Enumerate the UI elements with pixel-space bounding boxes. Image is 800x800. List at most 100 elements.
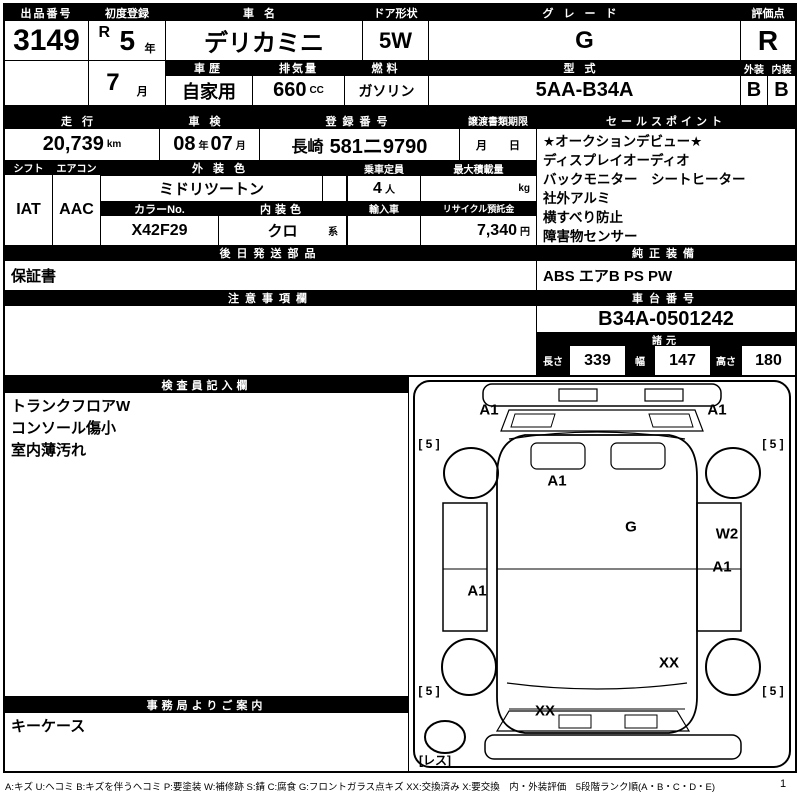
reg-month-unit: 月: [136, 86, 148, 98]
interior-color-header: 内装色: [218, 201, 347, 216]
recycle-deposit-value: 7,340 円: [420, 215, 537, 246]
fuel-value: ガソリン: [344, 75, 429, 106]
first-registration-header: 初度登録: [88, 4, 166, 21]
first-registration-month: 7 月: [88, 60, 166, 106]
exterior-color-value: ミドリツートン: [100, 175, 323, 202]
door-shape-value: 5W: [362, 20, 429, 61]
diagram-label-spare-less: [レス]: [419, 753, 451, 768]
damage-code-legend: A:キズ U:ヘコミ B:キズを伴うヘコミ P:要塗装 W:補修跡 S:錆 C:…: [5, 782, 716, 793]
displacement-number: 660: [273, 79, 307, 101]
diagram-label-rank-rear-right: [ 5 ]: [762, 684, 784, 698]
diagram-label-xx-rear: XX: [534, 702, 556, 720]
color-number-value: X42F29: [100, 215, 219, 246]
mileage-value: 20,739 km: [4, 128, 160, 161]
genuine-equipment-value: ABS エアB PS PW: [536, 260, 796, 291]
first-registration-year: R 5 年: [88, 20, 166, 61]
max-load-header: 最大積載量: [420, 160, 537, 176]
history-value: 自家用: [165, 75, 253, 106]
model-code-header: 型式: [428, 60, 741, 76]
diagram-label-g-roof: G: [625, 518, 637, 536]
history-header: 車歴: [165, 60, 253, 76]
import-header: 輸入車: [347, 201, 421, 216]
genuine-equipment-header: 純正装備: [536, 245, 796, 261]
inspector-notes-header: 検査員記入欄: [4, 376, 409, 393]
sales-point-item: バックモニター シートヒーター: [543, 172, 746, 187]
shift-header: シフト: [4, 160, 53, 175]
capacity-header: 乗車定員: [347, 160, 421, 176]
interior-score-value: B: [767, 75, 796, 106]
diagram-label-w2-right-door: W2: [715, 525, 739, 543]
interior-color-name: クロ: [267, 223, 298, 240]
capacity-number: 4: [373, 179, 382, 197]
sales-points-list: ★オークションデビュー★ ディスプレイオーディオ バックモニター シートヒーター…: [536, 128, 796, 246]
width-value: 147: [654, 345, 711, 376]
length-label: 長さ: [536, 345, 570, 376]
max-load-value: kg: [420, 175, 537, 202]
transfer-deadline-value: 月 日: [459, 128, 537, 161]
mileage-number: 20,739: [42, 133, 104, 155]
fuel-header: 燃料: [344, 60, 429, 76]
later-parts-header: 後日発送部品: [4, 245, 537, 261]
inspection-year: 08: [173, 133, 196, 155]
capacity-value: 4 人: [347, 175, 421, 202]
diagram-label-xx-rear-quarter: XX: [658, 654, 680, 672]
exterior-score-header: 外装: [740, 60, 768, 76]
mileage-header: 走行: [4, 112, 160, 129]
displacement-value: 660 CC: [252, 75, 345, 106]
reg-year: 5: [119, 24, 136, 56]
page-number: 1: [780, 778, 787, 790]
caution-header: 注意事項欄: [4, 290, 537, 306]
exterior-score-value: B: [740, 75, 768, 106]
chassis-number-value: B34A-0501242: [536, 305, 796, 333]
diagram-label-rank-front-right: [ 5 ]: [762, 437, 784, 451]
mileage-unit: km: [106, 139, 122, 150]
sales-points-header: セールスポイント: [536, 112, 796, 129]
dimensions-header: 諸元: [536, 332, 796, 346]
lot-number-value: 3149: [4, 20, 89, 61]
transfer-deadline-header: 譲渡書類期限: [459, 112, 537, 129]
grade-header: グレード: [428, 4, 741, 21]
width-label: 幅: [625, 345, 655, 376]
exterior-color-header: 外装色: [100, 160, 347, 176]
score-header: 評価点: [740, 4, 796, 21]
diagram-label-a1-front-right: A1: [707, 401, 727, 419]
reg-year-unit: 年: [144, 43, 156, 55]
sales-point-item: 障害物センサー: [543, 229, 638, 244]
office-note-line: キーケース: [11, 718, 86, 735]
inspector-note-line: コンソール傷小: [11, 420, 117, 437]
inspection-month-unit: 月: [235, 141, 246, 152]
registration-number-header: 登録番号: [259, 112, 460, 129]
later-parts-value: 保証書: [4, 260, 537, 291]
shift-value: IAT: [4, 174, 53, 246]
aircon-header: エアコン: [52, 160, 101, 175]
interior-color-value: クロ 系: [218, 215, 347, 246]
grade-value: G: [428, 20, 741, 61]
inspector-note-line: トランクフロアW: [11, 398, 131, 415]
sales-point-item: ディスプレイオーディオ: [543, 153, 690, 168]
lot-number-header: 出品番号: [4, 4, 89, 21]
inspection-value: 08 年 07 月: [159, 128, 260, 161]
height-value: 180: [741, 345, 796, 376]
color-number-header: カラーNo.: [100, 201, 219, 216]
era-code: R: [98, 24, 111, 41]
registration-prefecture: 長崎: [291, 138, 324, 156]
car-name-header: 車名: [165, 4, 363, 21]
model-code-value: 5AA-B34A: [428, 75, 741, 106]
door-shape-header: ドア形状: [362, 4, 429, 21]
aircon-value: AAC: [52, 174, 101, 246]
inspection-header: 車検: [159, 112, 260, 129]
car-outline-svg: [413, 380, 791, 768]
height-label: 高さ: [710, 345, 742, 376]
diagram-label-a1-right-door: A1: [712, 558, 732, 576]
car-name-value: デリカミニ: [165, 20, 363, 61]
recycle-unit: 円: [520, 227, 530, 238]
inspection-year-unit: 年: [198, 141, 209, 152]
interior-color-suffix: 系: [328, 227, 338, 238]
diagram-label-a1-cowl: A1: [547, 472, 567, 490]
capacity-unit: 人: [384, 185, 395, 196]
registration-number-value: 長崎 581ニ9790: [259, 128, 460, 161]
recycle-deposit-header: リサイクル預託金: [420, 201, 537, 216]
inspection-month: 07: [210, 133, 233, 155]
score-value: R: [740, 20, 796, 61]
car-diagram-panel: A1 A1 [ 5 ] [ 5 ] A1 G W2 A1 A1 XX [ 5 ]…: [408, 376, 796, 772]
